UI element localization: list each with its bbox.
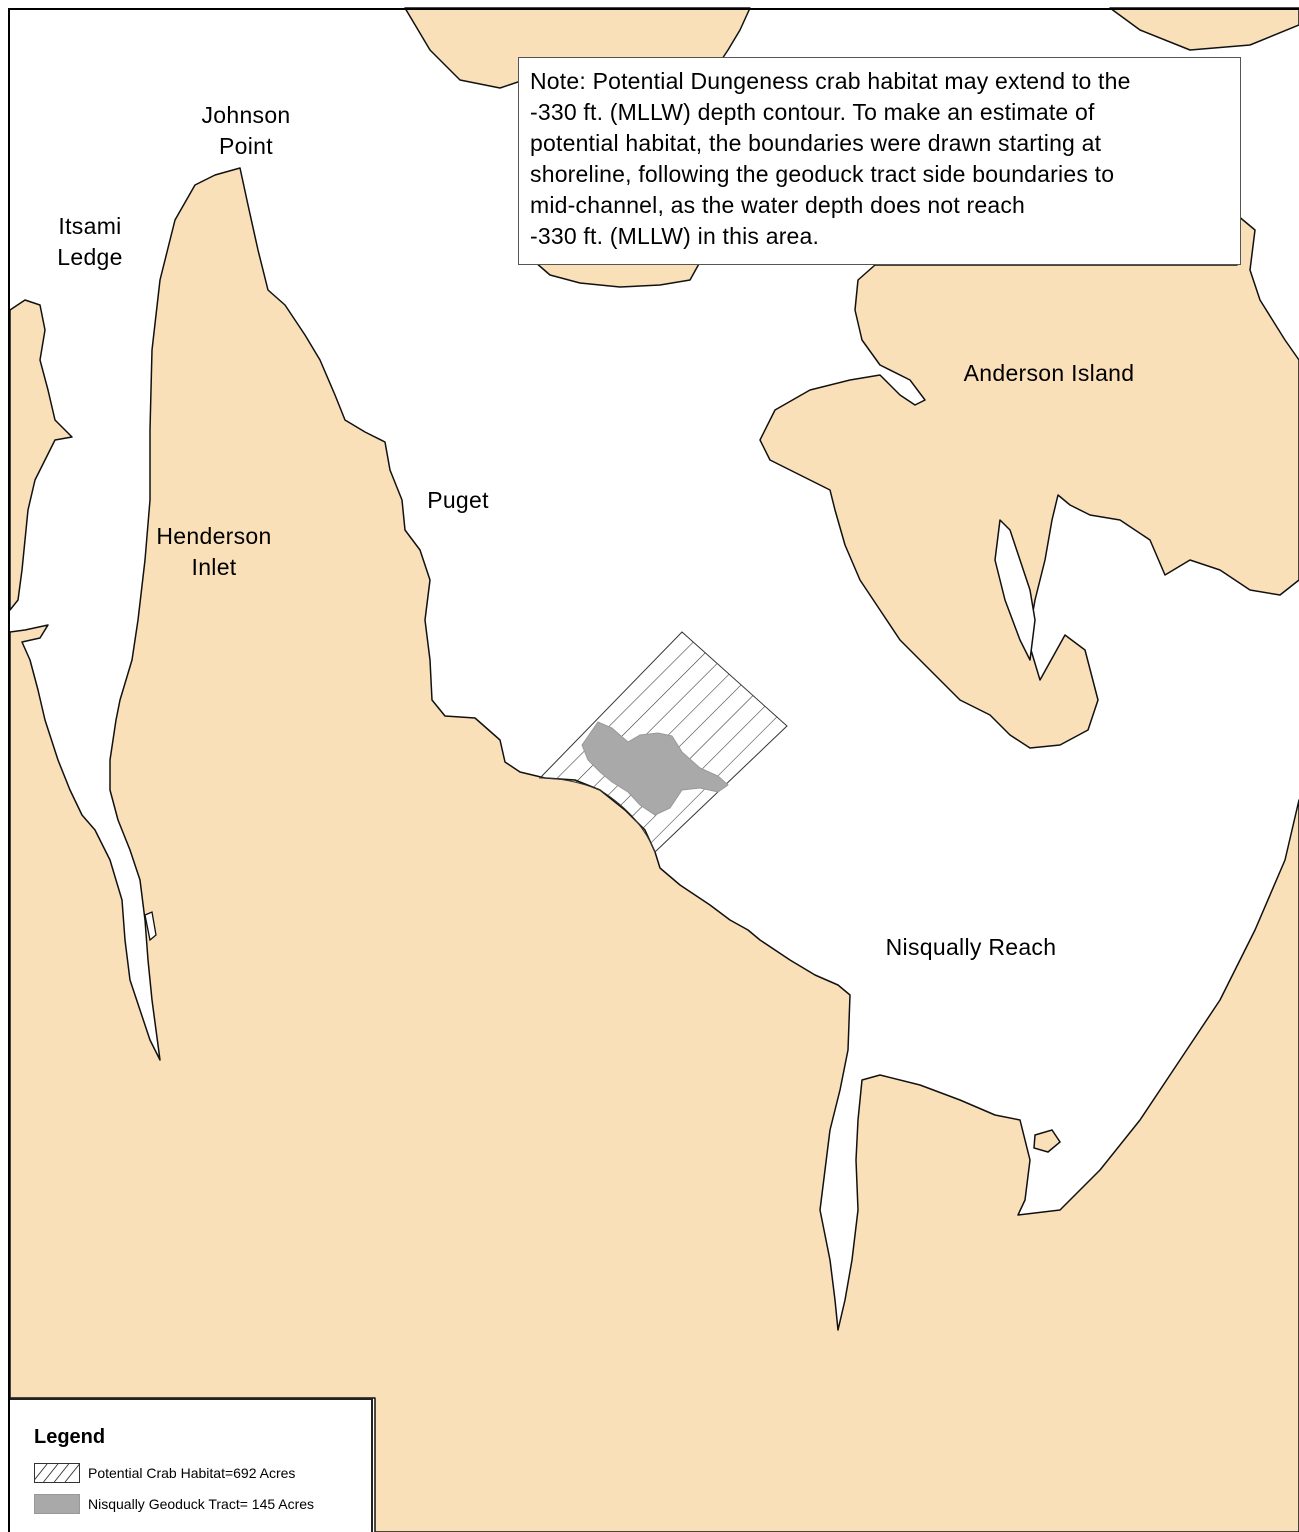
land-west-lower	[9, 167, 1299, 1532]
land-small-island	[1033, 1129, 1061, 1153]
note-box: Note: Potential Dungeness crab habitat m…	[518, 57, 1241, 265]
water-channel-anderson	[994, 519, 1036, 661]
geoduck-tract-area[interactable]	[581, 721, 729, 816]
place-label-johnson-point: Johnson Point	[201, 102, 291, 159]
hatch-swatch-icon	[34, 1463, 80, 1483]
legend-item-crab-habitat: Potential Crab Habitat=692 Acres	[34, 1462, 295, 1484]
land-west-fragment	[9, 299, 73, 611]
place-label-anderson-island: Anderson Island	[963, 360, 1135, 386]
land-northeast-fragment	[1109, 7, 1299, 51]
land-anderson-island	[759, 214, 1299, 749]
place-label-itsami-ledge: Itsami Ledge	[57, 213, 123, 270]
legend-title: Legend	[34, 1426, 106, 1448]
legend-label-crab-habitat: Potential Crab Habitat=692 Acres	[88, 1465, 296, 1481]
place-label-henderson-inlet: Henderson Inlet	[156, 523, 272, 580]
place-label-nisqually-reach: Nisqually Reach	[885, 934, 1057, 960]
legend-label-geoduck-tract: Nisqually Geoduck Tract= 145 Acres	[88, 1496, 315, 1512]
place-label-puget: Puget	[427, 487, 489, 513]
gray-swatch-icon	[34, 1494, 80, 1514]
legend: Legend Potential Crab Habitat=692 Acres …	[10, 1398, 373, 1532]
water-henderson-sliver	[144, 911, 157, 942]
legend-item-geoduck-tract: Nisqually Geoduck Tract= 145 Acres	[34, 1493, 314, 1515]
land-north-fragment-lower	[534, 261, 701, 288]
note-text: Note: Potential Dungeness crab habitat m…	[530, 68, 1131, 249]
